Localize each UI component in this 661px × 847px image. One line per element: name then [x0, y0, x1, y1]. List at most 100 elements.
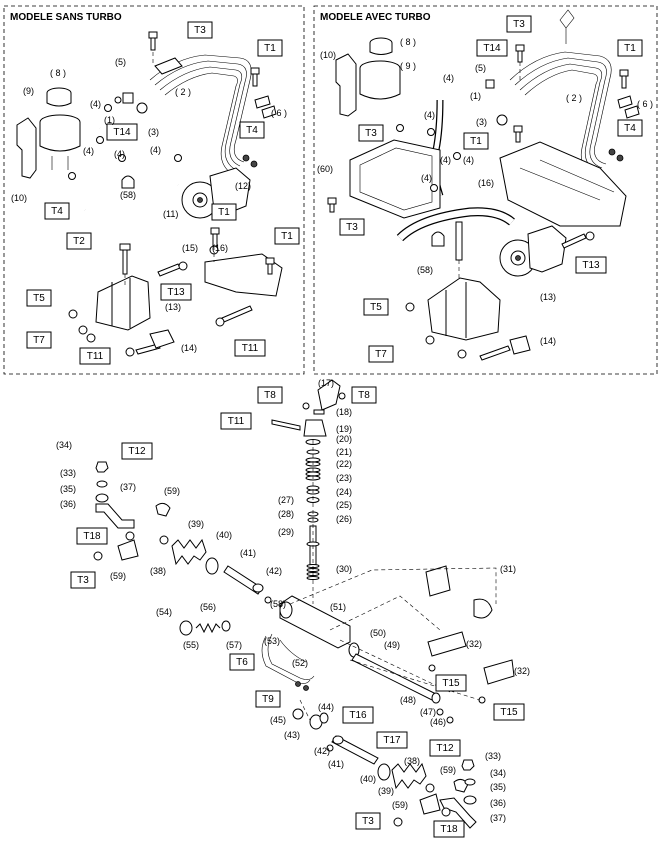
- torque-tag-box: [493, 703, 525, 721]
- plug-54: [179, 620, 193, 636]
- torque-tag-r-t14: T14: [476, 39, 508, 57]
- torque-tag-box: [220, 412, 252, 430]
- torque-tag-box: [575, 256, 607, 274]
- torque-tag-label: T6: [236, 657, 248, 668]
- torque-tag-label: T7: [33, 335, 45, 346]
- callout-r-4d: (4): [421, 173, 432, 183]
- callout-b-37b: (37): [490, 813, 506, 823]
- suction-hose-r-inner: [397, 208, 515, 241]
- inner-tie-rod-41a: [223, 565, 263, 595]
- torque-tag-box: [463, 132, 489, 150]
- torque-tag-label: T11: [87, 351, 104, 362]
- torque-tag-box: [435, 674, 467, 692]
- bolt-r-t5: [405, 302, 415, 312]
- torque-tag-l-t1a: T1: [257, 39, 283, 57]
- callout-l-14: (14): [181, 343, 197, 353]
- pressure-pipe-2: [154, 60, 247, 167]
- callout-r-9: ( 9 ): [400, 61, 416, 71]
- callout-b-33b: (33): [485, 751, 501, 761]
- torque-tag-label: T1: [281, 231, 293, 242]
- callout-b-36a: (36): [60, 499, 76, 509]
- torque-tag-box: [376, 731, 408, 749]
- bracket-r-14: [509, 335, 531, 355]
- torque-tag-box: [358, 124, 384, 142]
- torque-tag-l-t1b: T1: [211, 203, 237, 221]
- ring-47: [436, 708, 444, 716]
- panel-title-avec-turbo: MODELE AVEC TURBO: [320, 12, 431, 23]
- callout-b-59c: (59): [440, 765, 456, 775]
- callout-b-33a: (33): [60, 468, 76, 478]
- callout-b-47: (47): [420, 707, 436, 717]
- panel-title-sans-turbo: MODELE SANS TURBO: [10, 12, 122, 23]
- torque-tag-l-t2: T2: [66, 232, 92, 250]
- callout-b-35a: (35): [60, 484, 76, 494]
- bolt-r-t3c: [327, 197, 337, 213]
- callout-l-5: (5): [115, 57, 126, 67]
- clamp-38a: [159, 535, 169, 545]
- clamp-r-4d: [396, 124, 404, 132]
- pipe-assembly-60-inner: [359, 147, 433, 211]
- torque-tag-label: T13: [167, 287, 185, 298]
- fitting-r-t4b: [616, 154, 624, 162]
- callout-b-39b: (39): [378, 786, 394, 796]
- torque-tag-r-t1a: T1: [617, 39, 643, 57]
- rack-housing-51: [279, 595, 351, 649]
- torque-tag-r-t7: T7: [368, 345, 394, 363]
- callout-b-31: (31): [500, 564, 516, 574]
- torque-tag-label: T3: [365, 128, 377, 139]
- valve-housing-17: [317, 379, 341, 411]
- callout-l-4d: (4): [150, 145, 161, 155]
- torque-tag-b-t12a: T12: [121, 442, 153, 460]
- callout-b-55: (55): [183, 640, 199, 650]
- assembly-dashed-6: [299, 699, 311, 721]
- hose-clip-r-58: [431, 231, 445, 247]
- pinion-stack: [305, 439, 321, 523]
- callout-l-1: (1): [104, 115, 115, 125]
- nut-t18b: [441, 807, 451, 817]
- torque-tag-box: [342, 706, 374, 724]
- bushing-31b: [473, 598, 493, 619]
- torque-tag-label: T2: [73, 236, 85, 247]
- clamp-r-4a: [427, 128, 435, 136]
- bolt-r-t3a: [515, 44, 525, 63]
- callout-l-9: (9): [23, 86, 34, 96]
- long-bolt-r: [455, 221, 463, 261]
- torque-tag-label: T4: [246, 125, 258, 136]
- torque-tag-b-t15b: T15: [493, 703, 525, 721]
- yoke-57: [221, 620, 231, 632]
- torque-tag-box: [433, 820, 465, 838]
- washer-35a: [96, 480, 108, 488]
- callout-b-57: (57): [226, 640, 242, 650]
- callout-b-38a: (38): [150, 566, 166, 576]
- torque-tag-l-t3: T3: [187, 21, 213, 39]
- callout-b-52: (52): [292, 658, 308, 668]
- bracket-14: [149, 329, 175, 349]
- pipe-assembly-60: [349, 139, 441, 219]
- torque-tag-box: [339, 218, 365, 236]
- torque-tag-l-t7: T7: [26, 331, 52, 349]
- bolt-t5: [68, 309, 78, 319]
- pinion-housing-19: [303, 419, 327, 437]
- panel-frame-sans-turbo: [3, 5, 305, 375]
- bolt-t15a: [428, 664, 436, 672]
- callout-b-35b: (35): [490, 782, 506, 792]
- nut-33a: [95, 461, 109, 473]
- bolt-r-t1a: [619, 69, 629, 89]
- hose-clamp-4c: [118, 154, 126, 162]
- torque-tag-box: [368, 345, 394, 363]
- callout-b-59b: (59): [110, 571, 126, 581]
- reservoir-neck: [51, 156, 69, 170]
- torque-tag-label: T8: [358, 390, 370, 401]
- torque-tag-l-t11a: T11: [79, 347, 111, 365]
- torque-tag-box: [76, 527, 108, 545]
- callout-b-24: (24): [336, 487, 352, 497]
- torque-tag-box: [239, 121, 265, 139]
- callout-b-49: (49): [384, 640, 400, 650]
- callout-b-41b: (41): [328, 759, 344, 769]
- torque-tag-box: [26, 331, 52, 349]
- callout-l-12: (12): [235, 181, 251, 191]
- pump-bracket-r-13-rib: [445, 282, 467, 338]
- reservoir-bracket: [16, 117, 37, 179]
- torque-tag-box: [106, 123, 138, 141]
